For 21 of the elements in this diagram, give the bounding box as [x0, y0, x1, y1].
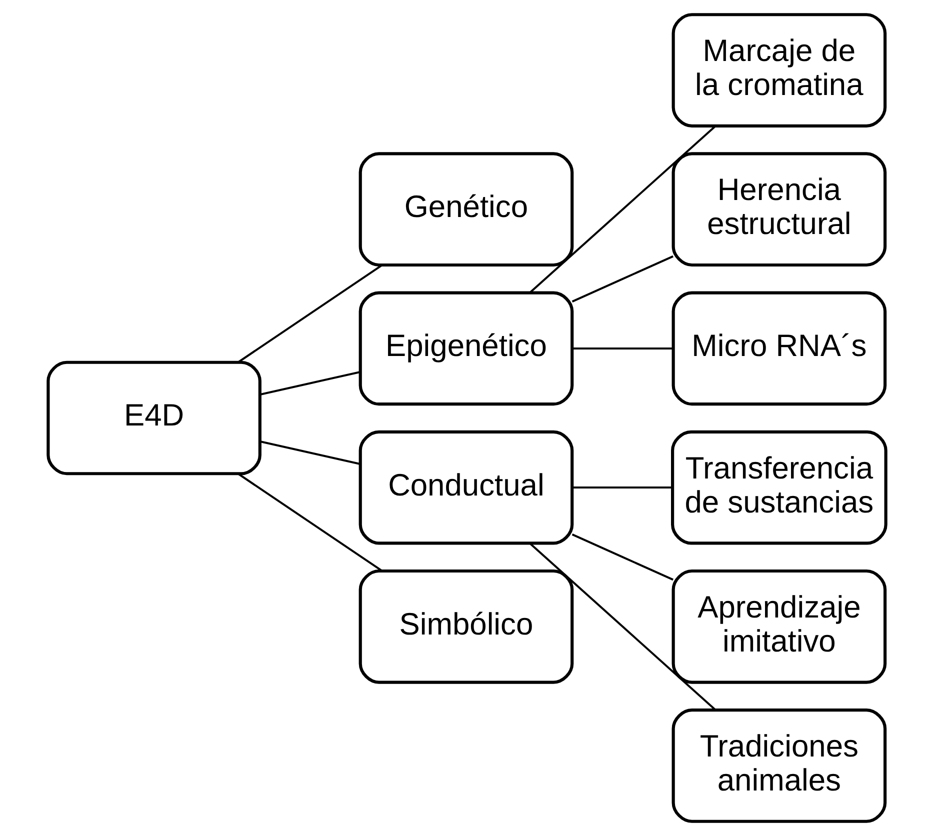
connector	[236, 472, 382, 572]
connector	[529, 125, 716, 293]
connector	[260, 440, 360, 465]
node-box: Epigenético	[358, 291, 574, 406]
connector	[571, 255, 673, 302]
node-box: Micro RNA´s	[671, 291, 886, 406]
connector	[571, 534, 673, 581]
node-box: Tradiciones animales	[671, 708, 886, 823]
connector	[236, 264, 382, 364]
node-box: Genético	[358, 152, 574, 267]
node-box: Aprendizaje imitativo	[671, 569, 886, 684]
node-box: Herencia estructural	[671, 152, 886, 267]
node-box: Conductual	[358, 430, 574, 545]
node-box: E4D	[46, 360, 261, 476]
connector	[572, 486, 672, 489]
node-box: Marcaje de la cromatina	[671, 13, 886, 128]
node-box: Simbólico	[358, 569, 574, 684]
connector	[260, 371, 360, 396]
connector	[529, 543, 716, 711]
connector	[572, 347, 673, 350]
node-box: Transferencia de sustancias	[670, 430, 887, 545]
